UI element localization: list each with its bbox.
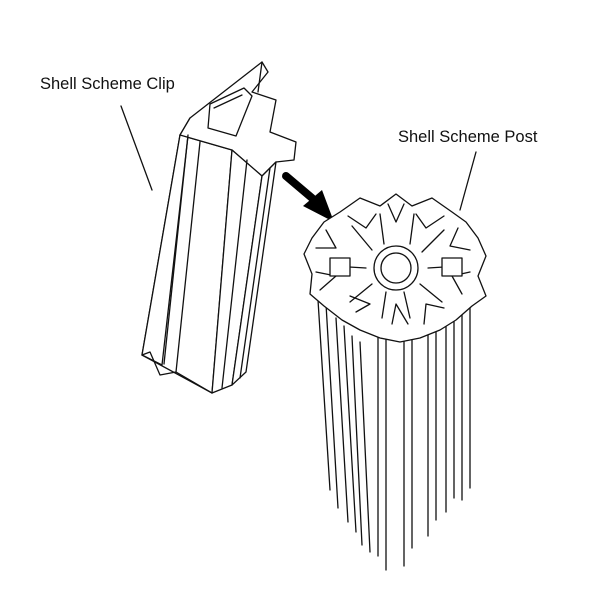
clip-leader-line [120,105,153,191]
post-cavity-right [441,257,463,277]
post-leader-line [459,151,477,211]
post-cavity-left [329,257,351,277]
clip-label: Shell Scheme Clip [40,75,175,93]
shell-scheme-post [303,193,487,571]
post-label: Shell Scheme Post [398,128,538,146]
post-center-hole [380,252,412,284]
shell-scheme-clip [141,61,297,394]
post-extrusion-lines [317,289,471,571]
post-spokes [331,213,461,319]
arrow-icon [282,172,334,222]
